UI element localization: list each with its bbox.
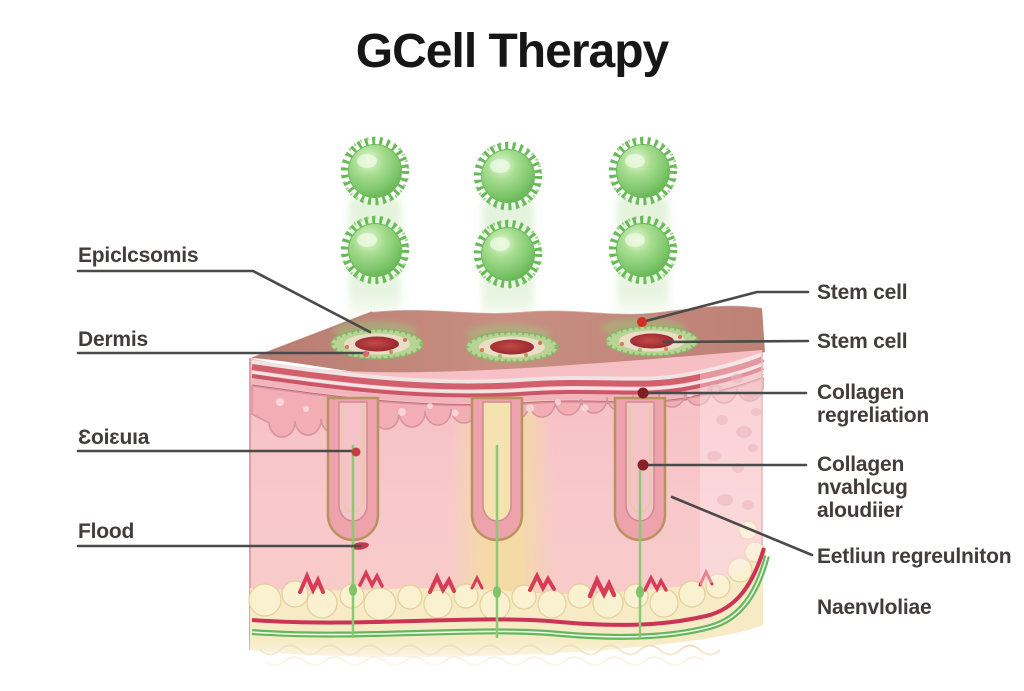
callout-epidermis-label: Epiclcsomis xyxy=(78,244,199,267)
callout-eoieuia-label: Ɛoiɛuıa xyxy=(78,426,150,449)
callout-naenvloliae-text: Naenvloliae xyxy=(817,596,932,619)
callout-eetliun-label: Eetliun regreulniton xyxy=(817,545,1012,568)
leader-stem-cell-2 xyxy=(662,339,810,344)
callout-naenvloliae-label: Naenvloliae xyxy=(817,596,932,619)
leader-eetliun xyxy=(670,495,814,557)
injection-strands xyxy=(349,445,644,638)
marker-collagen-1-dot xyxy=(637,387,649,399)
callout-stem-cell-1-text: Stem cell xyxy=(817,281,908,304)
callout-collagen-2-line1: Collagen xyxy=(817,453,905,476)
leader-stem-cell-1 xyxy=(640,290,810,324)
callout-stem-cell-2-label: Stem cell xyxy=(817,330,908,353)
skin-top-surface xyxy=(251,304,765,378)
diagram-title: GCell Therapy xyxy=(355,25,669,78)
callout-dermis-label: Dermis xyxy=(78,328,149,351)
marker-collagen-2-dot xyxy=(637,459,649,471)
marker-stem-cell-dot xyxy=(637,317,647,327)
blood-vessel-squiggles xyxy=(298,568,714,600)
marker-dermis-dot xyxy=(363,351,369,357)
skin-pore-2 xyxy=(464,330,560,364)
callout-stem-cell-2-text: Stem cell xyxy=(817,330,908,353)
callout-flood-label: Flood xyxy=(78,520,135,543)
leader-epidermis xyxy=(76,269,372,334)
callout-collagen-1-line1: Collagen xyxy=(817,381,905,404)
callout-collagen-2-line3: aloudiier xyxy=(817,499,903,522)
stem-cell-icon xyxy=(342,138,408,204)
callout-eetliun-text: Eetliun regreulniton xyxy=(817,545,1012,568)
stem-cell-icon xyxy=(610,138,676,204)
callout-collagen-nvahlcug-label: Collagen nvahlcug aloudiier xyxy=(817,453,908,522)
stem-cell-icon xyxy=(475,143,541,209)
marker-eoieuia-dot xyxy=(351,447,361,457)
callout-collagen-1-line2: regreliation xyxy=(817,404,929,427)
leader-markers xyxy=(351,317,649,471)
skin-pore-1 xyxy=(329,327,425,361)
callout-collagen-regrelation-label: Collagen regreliation xyxy=(817,381,929,427)
callout-stem-cell-1-label: Stem cell xyxy=(817,281,908,304)
leader-lines xyxy=(76,269,814,557)
fat-lobules xyxy=(248,520,766,621)
vessel-band xyxy=(251,547,766,627)
right-cut-face xyxy=(700,352,763,585)
callout-collagen-2-line2: nvahlcug xyxy=(817,476,908,499)
